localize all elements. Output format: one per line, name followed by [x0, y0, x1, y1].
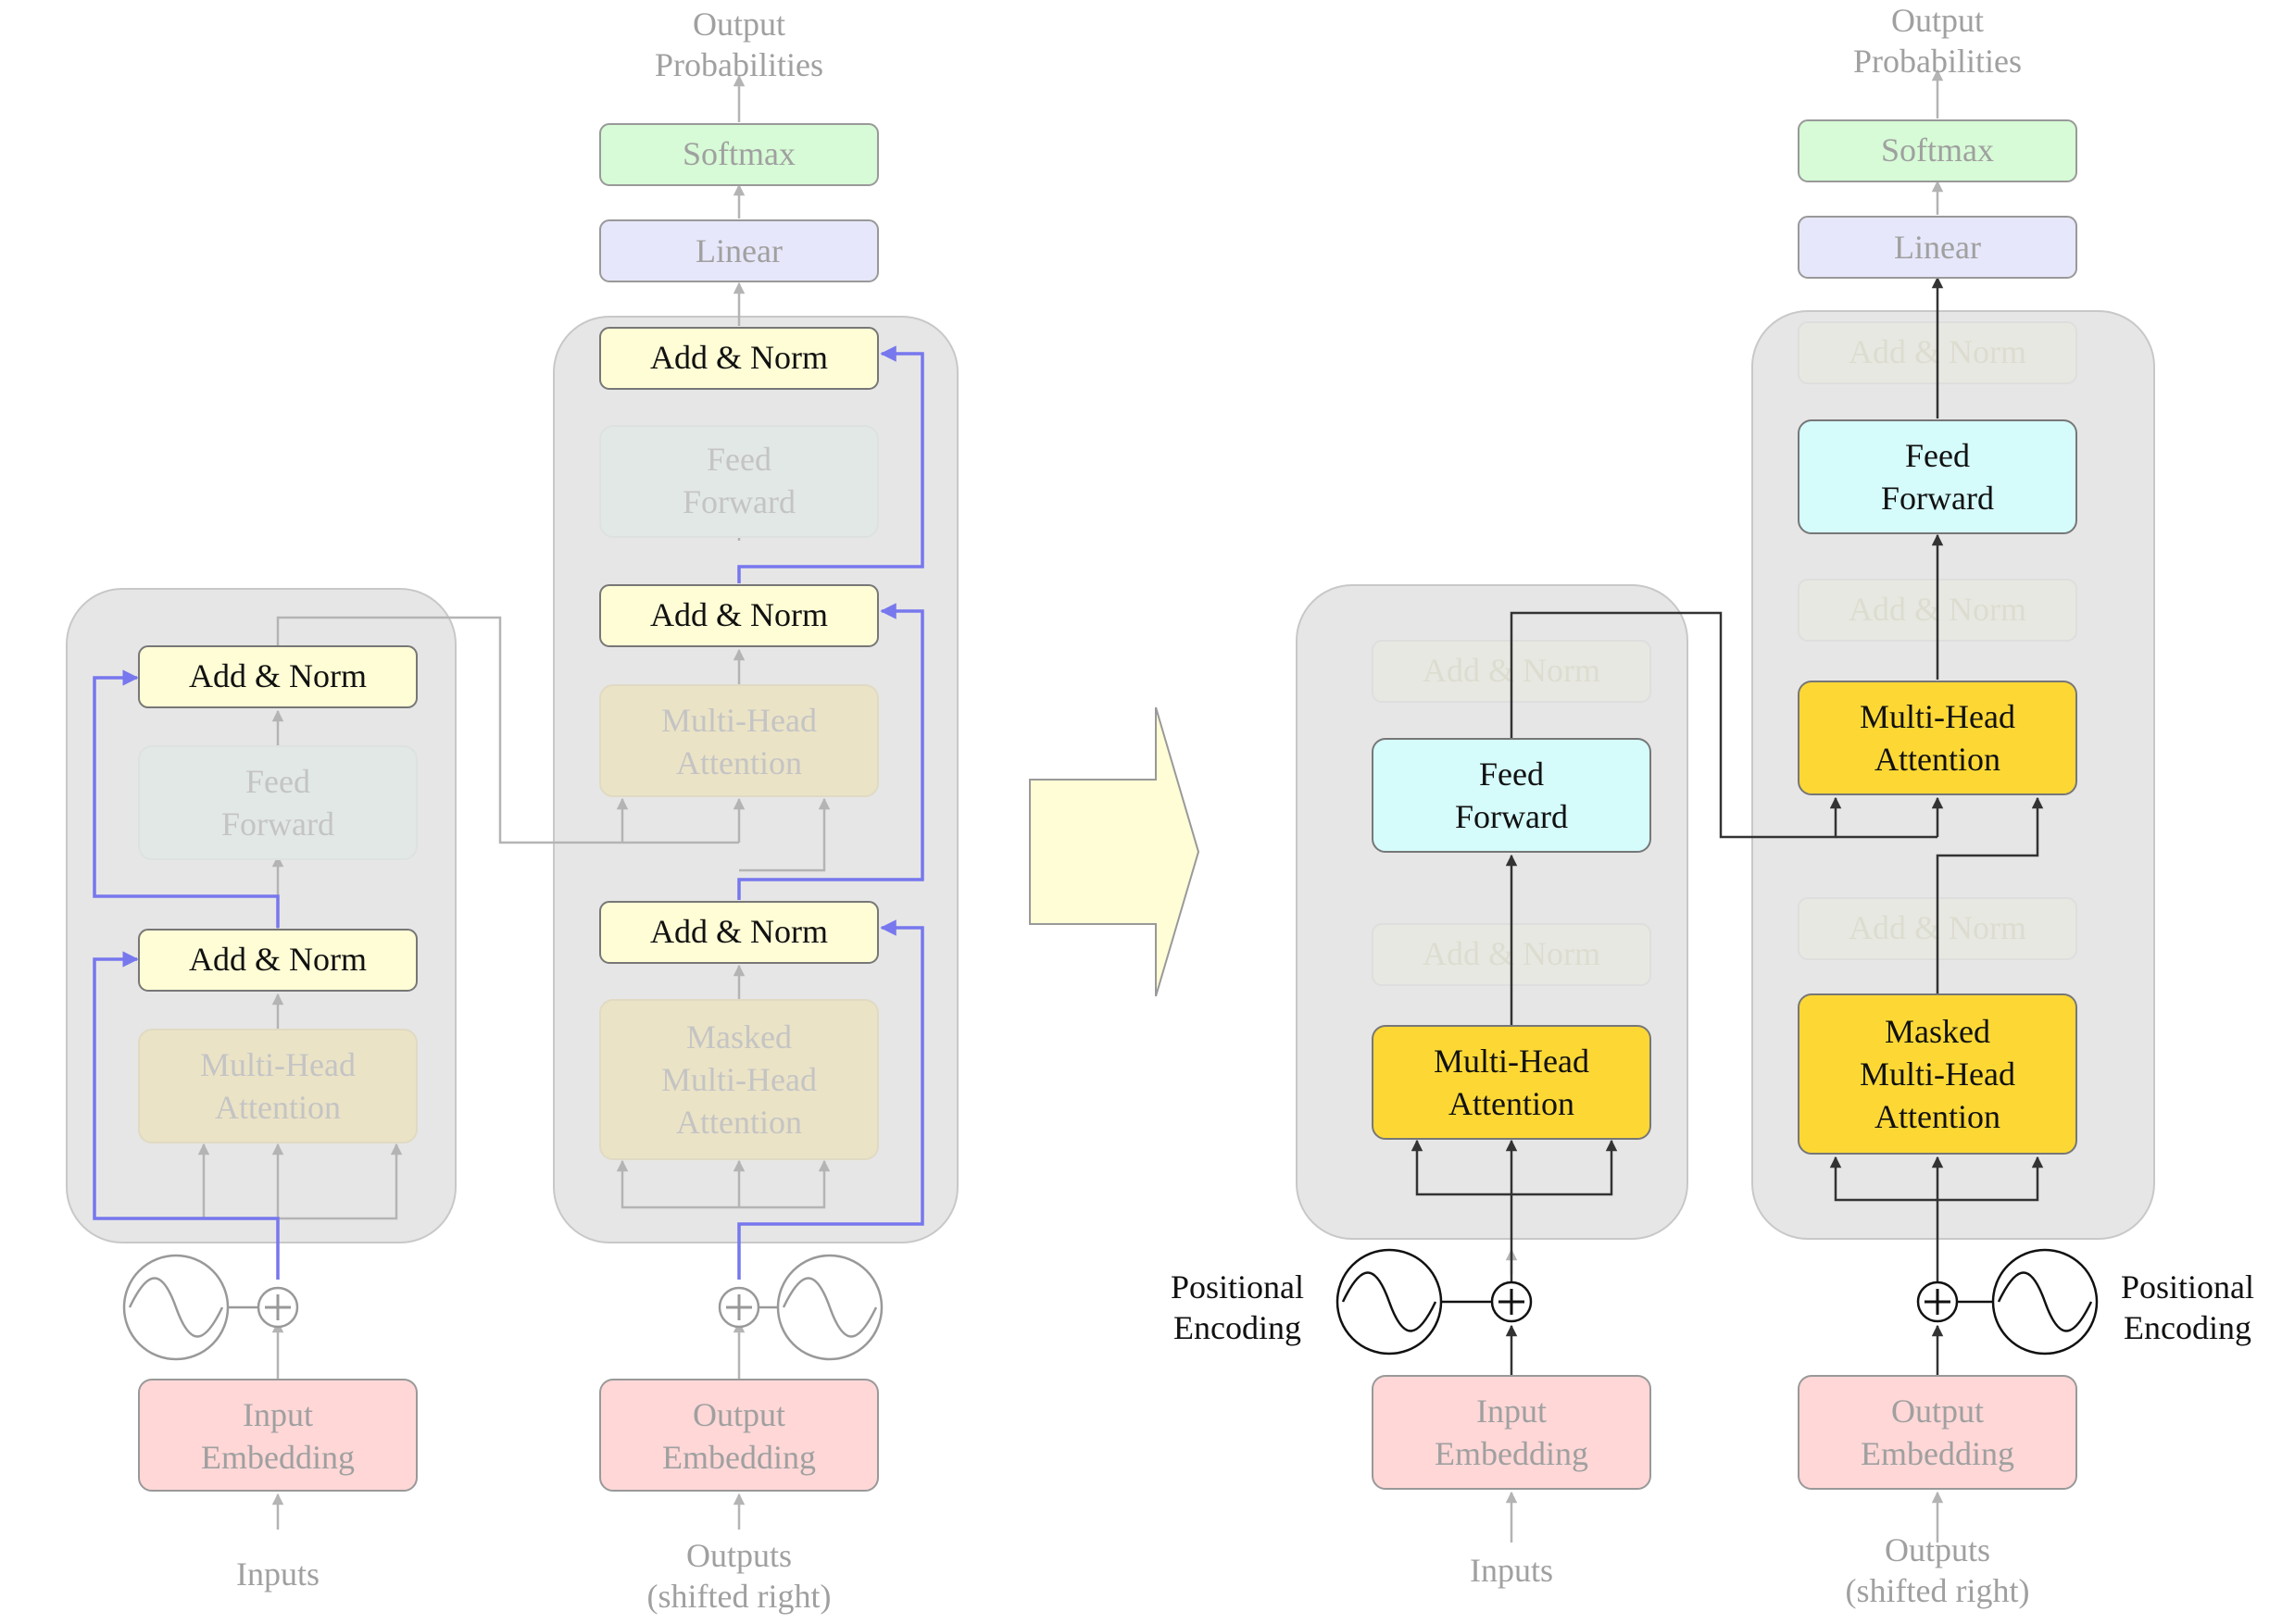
right-dec-masked-attention-label-3: Attention	[1874, 1098, 2000, 1135]
right-dec-masked-attention-label: Masked	[1885, 1013, 1990, 1050]
right-dec-posenc-label: Positional	[2121, 1268, 2254, 1305]
left-dec-addnorm-3-label: Add & Norm	[650, 339, 828, 376]
right-dec-attention-label-2: Attention	[1874, 741, 2000, 778]
left-diagram: Multi-Head Attention Add & Norm Feed For…	[66, 6, 959, 1615]
left-dec-addnorm-1-label: Add & Norm	[650, 913, 828, 950]
left-dec-masked-attention-label: Masked	[686, 1018, 792, 1056]
left-dec-addnorm-3-box	[599, 327, 879, 390]
right-enc-embedding-box	[1372, 1375, 1651, 1490]
right-dec-embedding-label: Output	[1891, 1393, 1984, 1430]
right-dec-outputs-label-2: (shifted right)	[1846, 1572, 2030, 1609]
left-dec-plus-icon	[726, 1294, 752, 1320]
right-diagram: Add & Norm Add & Norm Add & Norm Add & N…	[1171, 2, 2254, 1609]
right-dec-attention-box	[1798, 681, 2077, 795]
left-dec-attention-label: Multi-Head	[661, 702, 817, 739]
left-dec-addnorm-2-box	[599, 584, 879, 647]
right-dec-feedforward-label-2: Forward	[1881, 480, 1994, 517]
left-dec-masked-attention-box	[599, 999, 879, 1160]
left-dec-softmax-label: Softmax	[683, 135, 796, 172]
right-dec-feedforward-box	[1798, 419, 2077, 534]
left-enc-addnorm-2-label: Add & Norm	[189, 657, 367, 694]
right-enc-inputs-label: Inputs	[1470, 1552, 1553, 1589]
right-flow-arrows	[1411, 69, 2044, 1543]
left-dec-output-prob-label: Output	[693, 6, 785, 43]
left-enc-addnorm-1-label: Add & Norm	[189, 941, 367, 978]
right-dec-posenc-label-2: Encoding	[2124, 1309, 2251, 1346]
left-dec-softmax-box	[599, 123, 879, 186]
right-dec-feedforward-label: Feed	[1905, 437, 1970, 474]
right-dec-masked-attention-box	[1798, 993, 2077, 1155]
right-dec-plus-icon	[1925, 1289, 1950, 1315]
left-dec-masked-attention-label-2: Multi-Head	[661, 1061, 817, 1098]
left-dec-embedding-label: Output	[693, 1396, 785, 1433]
right-dec-outputs-label: Outputs	[1885, 1531, 1990, 1568]
right-enc-sine-icon	[1341, 1271, 1437, 1332]
right-dec-embedding-box	[1798, 1375, 2077, 1490]
right-dec-softmax-box	[1798, 119, 2077, 182]
left-enc-inputs-label: Inputs	[236, 1555, 320, 1593]
left-enc-feedforward-label: Feed	[245, 763, 310, 800]
left-enc-attention-label-2: Attention	[215, 1089, 341, 1126]
right-enc-feedforward-label-2: Forward	[1455, 798, 1568, 835]
right-enc-attention-label: Multi-Head	[1434, 1043, 1589, 1080]
right-enc-plus-icon	[1498, 1289, 1524, 1315]
left-dec-addnorm-1-box	[599, 901, 879, 964]
right-enc-attention-box	[1372, 1025, 1651, 1140]
left-dec-outputs-label-2: (shifted right)	[647, 1578, 832, 1615]
left-dec-masked-attention-label-3: Attention	[676, 1104, 802, 1141]
right-dec-masked-attention-label-2: Multi-Head	[1860, 1056, 2015, 1093]
right-dec-attention-label: Multi-Head	[1860, 698, 2015, 735]
left-enc-addnorm-2-box	[138, 645, 418, 708]
left-enc-attention-box	[138, 1029, 418, 1143]
left-dec-attention-box	[599, 684, 879, 797]
left-enc-feedforward-label-2: Forward	[221, 806, 334, 843]
left-dec-output-prob-label-2: Probabilities	[655, 46, 823, 83]
right-enc-embedding-label: Input	[1476, 1393, 1547, 1430]
left-enc-plus-icon	[265, 1294, 291, 1320]
left-dec-feedforward-label-2: Forward	[683, 483, 796, 520]
right-enc-posenc-label: Positional	[1171, 1268, 1304, 1305]
left-enc-sine-icon	[128, 1277, 224, 1338]
left-dec-addnorm-2-label: Add & Norm	[650, 596, 828, 633]
left-residual-paths	[93, 345, 924, 1280]
left-dec-attention-label-2: Attention	[676, 744, 802, 781]
left-dec-sine-icon	[782, 1277, 878, 1338]
left-dec-linear-box	[599, 219, 879, 282]
left-enc-addnorm-1-box	[138, 929, 418, 992]
left-dec-outputs-label: Outputs	[686, 1537, 792, 1574]
left-enc-feedforward-box	[138, 745, 418, 860]
left-enc-embedding-label-2: Embedding	[201, 1439, 355, 1476]
right-dec-softmax-label: Softmax	[1881, 131, 1994, 169]
right-dec-sine-icon	[1997, 1271, 2093, 1332]
right-dec-output-prob-label: Output	[1891, 2, 1984, 39]
right-enc-feedforward-box	[1372, 738, 1651, 853]
right-dec-output-prob-label-2: Probabilities	[1853, 43, 2022, 80]
left-dec-embedding-label-2: Embedding	[662, 1439, 816, 1476]
left-dec-linear-label: Linear	[696, 232, 783, 269]
right-enc-embedding-label-2: Embedding	[1435, 1435, 1588, 1472]
right-dec-linear-box	[1798, 216, 2077, 279]
right-enc-attention-label-2: Attention	[1448, 1085, 1574, 1122]
left-flow-arrows	[197, 74, 831, 1530]
left-enc-embedding-box	[138, 1379, 418, 1492]
left-dec-feedforward-box	[599, 425, 879, 538]
left-dec-embedding-box	[599, 1379, 879, 1492]
left-enc-attention-label: Multi-Head	[200, 1046, 356, 1083]
right-dec-linear-label: Linear	[1894, 229, 1981, 266]
right-enc-feedforward-label: Feed	[1479, 756, 1544, 793]
right-enc-posenc-label-2: Encoding	[1173, 1309, 1301, 1346]
left-enc-embedding-label: Input	[243, 1396, 313, 1433]
transition-arrow-icon	[1029, 706, 1200, 997]
left-dec-feedforward-label: Feed	[707, 441, 771, 478]
right-dec-embedding-label-2: Embedding	[1861, 1435, 2014, 1472]
